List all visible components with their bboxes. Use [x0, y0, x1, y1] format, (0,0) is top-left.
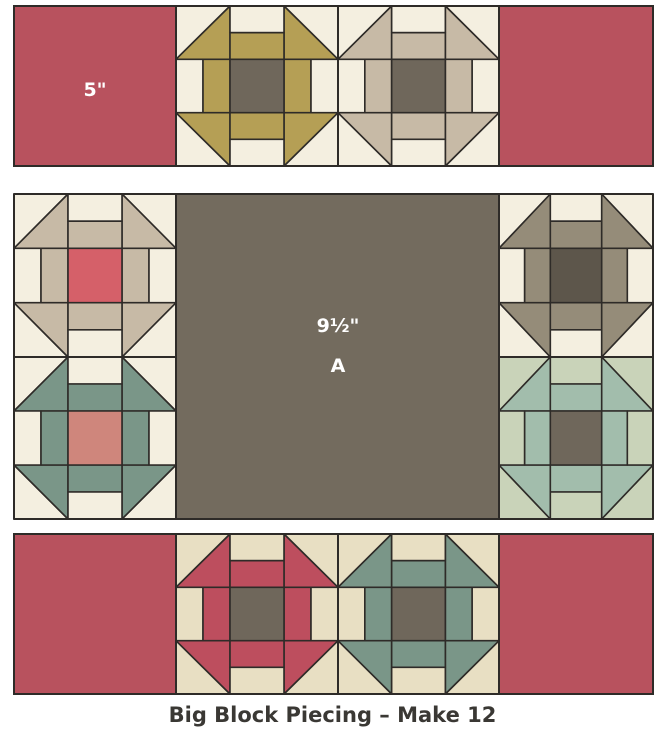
side-frame-strip — [68, 384, 122, 411]
side-background-strip — [550, 492, 601, 519]
side-frame-strip — [550, 465, 601, 492]
churn-dash-block-right-bottom — [499, 357, 653, 519]
side-background-strip — [176, 59, 203, 112]
side-background-strip — [338, 587, 365, 640]
churn-dash-block-bottom-left — [176, 534, 338, 694]
side-frame-strip — [41, 248, 68, 302]
side-background-strip — [627, 411, 653, 465]
side-background-strip — [311, 587, 338, 640]
side-background-strip — [550, 194, 601, 221]
top-right-red-square — [499, 6, 653, 166]
side-background-strip — [149, 411, 176, 465]
side-background-strip — [627, 248, 653, 302]
side-background-strip — [392, 534, 446, 561]
side-frame-strip — [550, 384, 601, 411]
side-background-strip — [230, 139, 284, 166]
churn-dash-block-bottom-right — [338, 534, 499, 694]
side-background-strip — [392, 667, 446, 694]
block-center-square — [550, 411, 601, 465]
five-inch-label: 5" — [83, 79, 106, 101]
side-frame-strip — [122, 248, 149, 302]
side-frame-strip — [230, 113, 284, 140]
side-background-strip — [550, 330, 601, 357]
nine-half-inch-label: 9½" — [317, 315, 360, 337]
bottom-left-red-square — [14, 534, 176, 694]
letter-a-label: A — [331, 355, 346, 377]
side-background-strip — [176, 587, 203, 640]
side-frame-strip — [392, 641, 446, 668]
side-frame-strip — [230, 561, 284, 588]
side-background-strip — [230, 667, 284, 694]
side-background-strip — [230, 6, 284, 33]
side-frame-strip — [203, 587, 230, 640]
side-frame-strip — [365, 587, 392, 640]
side-frame-strip — [41, 411, 68, 465]
big-block-diagram: 5" 9½" A — [0, 0, 665, 700]
side-frame-strip — [284, 59, 311, 112]
side-frame-strip — [68, 465, 122, 492]
block-center-square — [392, 59, 446, 112]
side-background-strip — [392, 6, 446, 33]
block-center-square — [550, 248, 601, 302]
side-frame-strip — [68, 221, 122, 248]
side-frame-strip — [445, 59, 472, 112]
side-background-strip — [472, 587, 499, 640]
block-center-square — [230, 59, 284, 112]
side-frame-strip — [392, 561, 446, 588]
side-frame-strip — [550, 221, 601, 248]
side-background-strip — [311, 59, 338, 112]
churn-dash-block-left-bottom — [14, 357, 176, 519]
side-background-strip — [149, 248, 176, 302]
side-background-strip — [14, 411, 41, 465]
side-background-strip — [338, 59, 365, 112]
side-background-strip — [68, 492, 122, 519]
side-frame-strip — [525, 248, 551, 302]
side-frame-strip — [122, 411, 149, 465]
side-background-strip — [499, 248, 525, 302]
side-background-strip — [68, 194, 122, 221]
side-background-strip — [68, 330, 122, 357]
side-frame-strip — [525, 411, 551, 465]
side-background-strip — [472, 59, 499, 112]
side-frame-strip — [365, 59, 392, 112]
churn-dash-block-left-top — [14, 194, 176, 357]
side-background-strip — [499, 411, 525, 465]
block-center-square — [392, 587, 446, 640]
side-frame-strip — [203, 59, 230, 112]
side-frame-strip — [550, 303, 601, 330]
side-frame-strip — [392, 113, 446, 140]
side-frame-strip — [445, 587, 472, 640]
bottom-right-red-square — [499, 534, 653, 694]
block-center-square — [230, 587, 284, 640]
side-frame-strip — [602, 248, 628, 302]
side-background-strip — [14, 248, 41, 302]
side-frame-strip — [392, 33, 446, 60]
side-frame-strip — [68, 303, 122, 330]
churn-dash-block-top-right — [338, 6, 499, 166]
side-frame-strip — [284, 587, 311, 640]
side-frame-strip — [602, 411, 628, 465]
block-center-square — [68, 411, 122, 465]
side-frame-strip — [230, 641, 284, 668]
side-background-strip — [230, 534, 284, 561]
side-frame-strip — [230, 33, 284, 60]
side-background-strip — [392, 139, 446, 166]
diagram-caption: Big Block Piecing – Make 12 — [0, 703, 665, 727]
churn-dash-block-right-top — [499, 194, 653, 357]
side-background-strip — [68, 357, 122, 384]
side-background-strip — [550, 357, 601, 384]
block-center-square — [68, 248, 122, 302]
churn-dash-block-top-left — [176, 6, 338, 166]
